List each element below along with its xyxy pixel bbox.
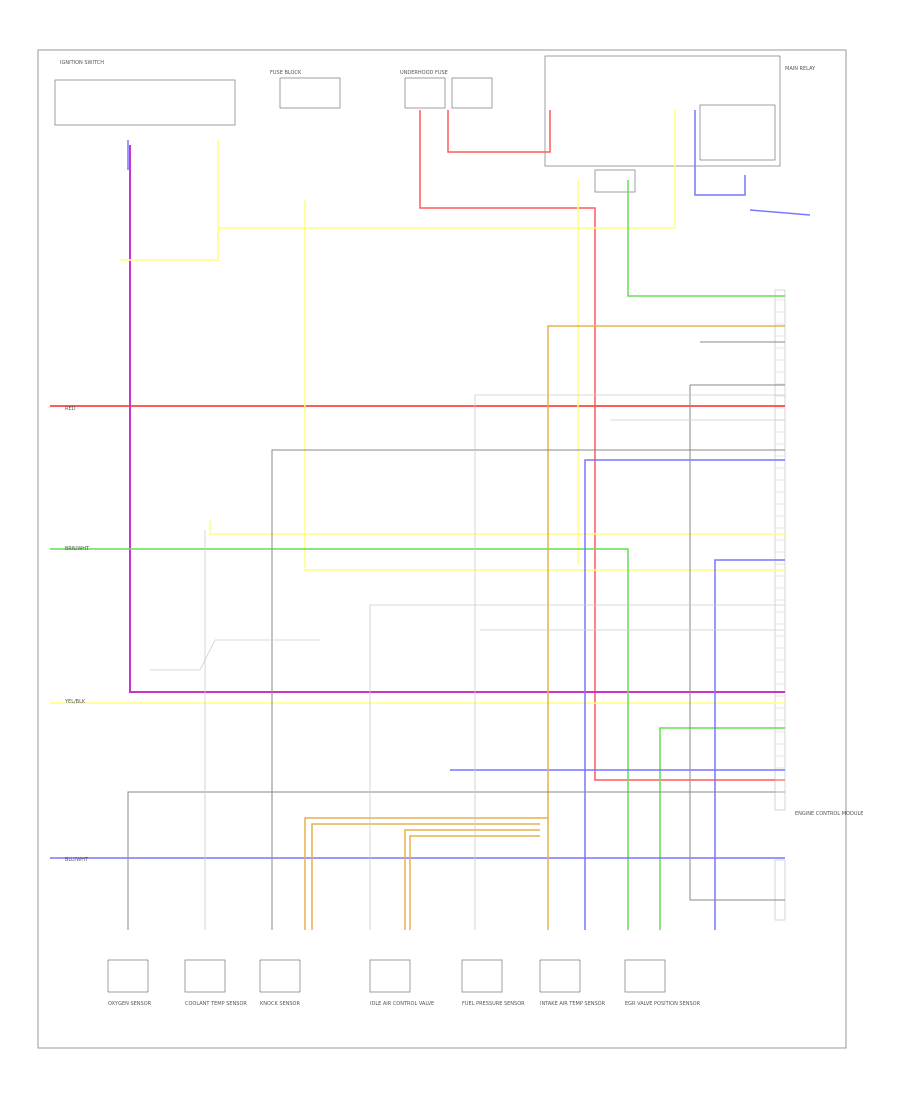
wire-green-1 <box>627 180 785 297</box>
wire-red-vert <box>419 110 785 781</box>
wire-orange-3 <box>311 823 540 930</box>
component-c3 <box>259 959 301 993</box>
fuse-box-1 <box>279 77 341 109</box>
text-ign: IGNITION SWITCH <box>60 60 104 66</box>
wire-blue-3 <box>714 559 785 930</box>
connector-block <box>594 169 636 193</box>
label-red: RED <box>65 406 76 412</box>
wire-yellow-1 <box>120 140 219 261</box>
component-label-c7: EGR VALVE POSITION SENSOR <box>625 1001 701 1007</box>
text-relay: MAIN RELAY <box>785 66 816 72</box>
label-blu: BLU/WHT <box>65 857 89 863</box>
component-c7 <box>624 959 666 993</box>
component-label-c4: IDLE AIR CONTROL VALVE <box>370 1001 434 1007</box>
diagram-frame <box>37 49 847 1049</box>
label-yel: YEL/BLK <box>64 699 86 705</box>
wire-yellow-4 <box>209 520 785 535</box>
wire-green-2 <box>50 548 629 930</box>
wire-blue-6 <box>749 209 811 216</box>
wire-yellow-3 <box>304 200 785 571</box>
wire-blue-2 <box>584 459 785 930</box>
component-c1 <box>107 959 149 993</box>
wire-light-5 <box>150 639 320 671</box>
wire-orange-5 <box>409 835 540 930</box>
component-c5 <box>461 959 503 993</box>
wire-light-2 <box>369 604 785 930</box>
wire-blue-5 <box>694 110 746 196</box>
fuse-box-3 <box>451 77 493 109</box>
component-c6 <box>539 959 581 993</box>
component-c4 <box>369 959 411 993</box>
component-label-c6: INTAKE AIR TEMP SENSOR <box>540 1001 606 1007</box>
wire-orange-1 <box>547 325 785 930</box>
component-label-c1: OXYGEN SENSOR <box>108 1001 152 1007</box>
wire-gray-5 <box>689 385 785 901</box>
wire-light-3 <box>474 394 785 930</box>
label-brn: BRN/WHT <box>65 546 90 552</box>
wire-green-3 <box>659 727 785 930</box>
component-c2 <box>184 959 226 993</box>
wire-orange-4 <box>404 829 540 930</box>
main-relay-box <box>699 104 776 161</box>
wire-gray-2 <box>127 791 785 930</box>
text-fuse2: UNDERHOOD FUSE <box>400 70 448 76</box>
wire-red-relay <box>447 110 551 153</box>
wire-orange-2 <box>304 817 548 930</box>
component-label-c3: KNOCK SENSOR <box>260 1001 300 1007</box>
component-label-c2: COOLANT TEMP SENSOR <box>185 1001 247 1007</box>
wires-group <box>50 110 811 930</box>
ignition-switch-box <box>54 79 236 126</box>
bottom-components: OXYGEN SENSOR COOLANT TEMP SENSOR KNOCK SE… <box>107 959 701 1007</box>
ecm-connector-strip <box>774 289 786 811</box>
text-fuse: FUSE BLOCK <box>270 70 302 76</box>
wire-yellow-2 <box>217 110 676 240</box>
wire-gray-1 <box>271 449 785 930</box>
fuse-box-2 <box>404 77 446 109</box>
wire-magenta-main <box>129 145 785 693</box>
component-label-c5: FUEL PRESSURE SENSOR <box>462 1001 525 1007</box>
text-ecm: ENGINE CONTROL MODULE <box>795 811 863 817</box>
ecm-connector-strip-2 <box>774 859 786 921</box>
